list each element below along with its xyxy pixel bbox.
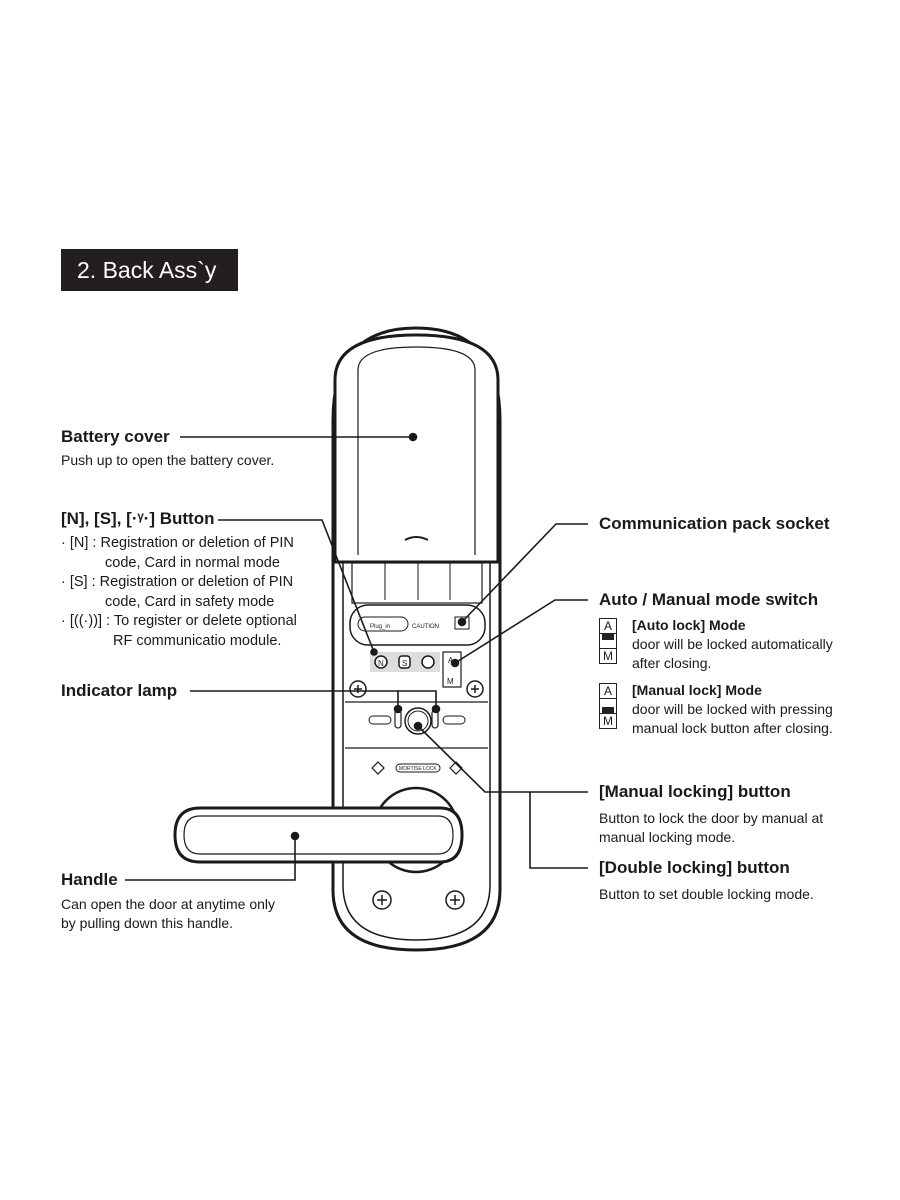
svg-text:N: N: [378, 659, 384, 668]
leader-buttons: [218, 519, 375, 653]
n-button[interactable]: N: [374, 655, 388, 669]
screw-icon: [372, 890, 392, 910]
screw-icon: [349, 680, 367, 698]
lock-body: [331, 326, 502, 952]
caution-mark: CAUTION: [412, 624, 439, 630]
double-locking-title: [Double locking] button: [599, 858, 790, 877]
screw-icon: [445, 890, 465, 910]
comm-pack-title: Communication pack socket: [599, 514, 830, 533]
leader-handle: [125, 836, 296, 881]
buttons-title: [N], [S], [·ᵞ·] Button: [61, 509, 215, 528]
double-locking-desc: Button to set double locking mode.: [599, 886, 814, 902]
mode-switch[interactable]: AM: [442, 651, 462, 688]
mortise-mark: MORTISE LOCK: [399, 766, 437, 772]
manual-lock-button[interactable]: [404, 707, 432, 735]
indicator-lamp-title: Indicator lamp: [61, 681, 178, 700]
svg-text:M: M: [447, 677, 454, 686]
manual-locking-title: [Manual locking] button: [599, 782, 791, 801]
handle: [173, 806, 464, 864]
battery-cover: [333, 333, 500, 564]
mode-switch-title: Auto / Manual mode switch: [599, 590, 819, 609]
leader-indicator: [190, 690, 399, 709]
battery-cover-title: Battery cover: [61, 427, 170, 446]
leader-comm: [461, 523, 588, 623]
s-button[interactable]: S: [398, 655, 411, 669]
plug-in-mark: Plug_in: [370, 624, 390, 630]
section-title: 2. Back Ass`y: [61, 249, 238, 291]
leader-manual: [417, 725, 588, 793]
svg-text:S: S: [402, 659, 407, 668]
handle-title: Handle: [61, 870, 118, 889]
rf-button[interactable]: [421, 655, 435, 669]
screw-icon: [466, 680, 484, 698]
leader-double: [529, 792, 588, 869]
leader-switch: [454, 599, 588, 664]
battery-cover-desc: Push up to open the battery cover.: [61, 452, 275, 468]
svg-text:A: A: [448, 656, 454, 665]
